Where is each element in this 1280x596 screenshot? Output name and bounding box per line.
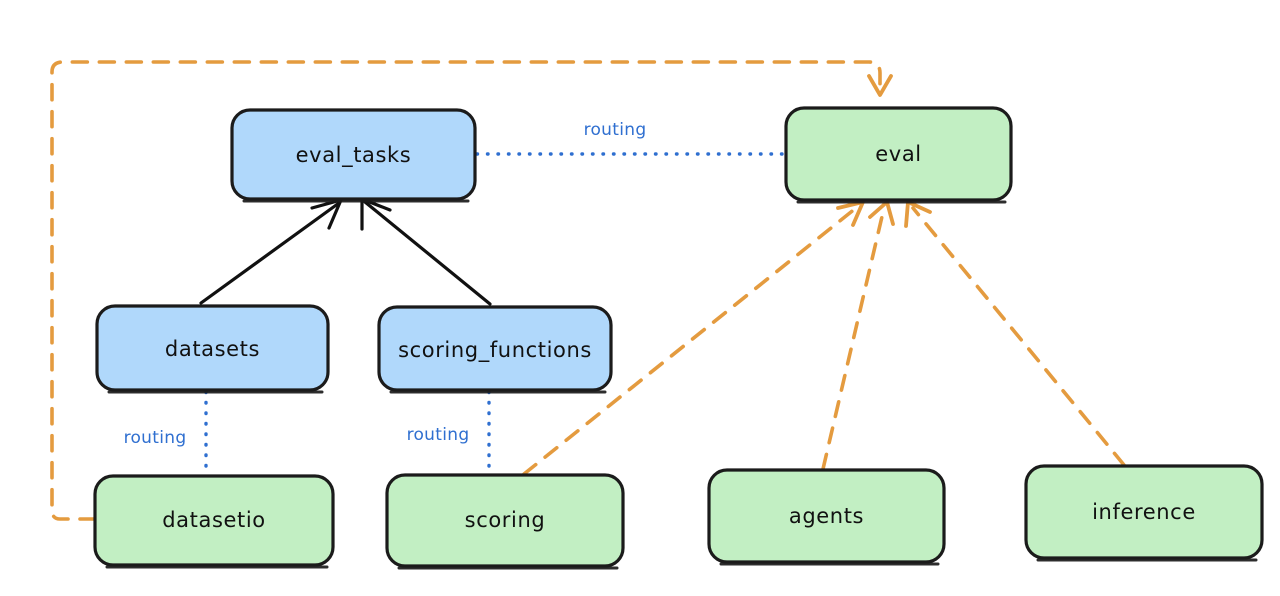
edge-datasets-eval_tasks (199, 198, 343, 305)
node-scoring-label: scoring (465, 508, 546, 532)
edge-datasetio-eval (50, 60, 893, 521)
node-datasets-shape[interactable] (95, 304, 330, 392)
node-eval_tasks[interactable]: eval_tasks (230, 108, 477, 203)
edge-label-routing-eval: routing (584, 120, 647, 140)
node-agents-shape[interactable] (707, 468, 946, 564)
node-eval_tasks-shape[interactable] (230, 108, 477, 201)
edge-inference-eval (904, 200, 1126, 467)
node-datasetio[interactable]: datasetio (93, 474, 335, 569)
edge-scoring_functions-eval_tasks (360, 197, 492, 306)
node-datasets-label: datasets (165, 337, 260, 361)
node-eval_tasks-label: eval_tasks (296, 143, 412, 168)
node-eval-label: eval (875, 142, 921, 166)
node-scoring_functions[interactable]: scoring_functions (377, 305, 613, 394)
node-datasets[interactable]: datasets (95, 304, 330, 394)
node-eval[interactable]: eval (784, 106, 1013, 204)
node-inference-label: inference (1092, 500, 1196, 524)
node-scoring_functions-shape[interactable] (377, 305, 613, 392)
node-datasetio-shape[interactable] (93, 474, 335, 567)
node-inference[interactable]: inference (1024, 464, 1264, 562)
node-agents[interactable]: agents (707, 468, 946, 566)
node-scoring_functions-label: scoring_functions (398, 338, 592, 363)
node-eval-shape[interactable] (784, 106, 1013, 202)
edge-label-routing-scoring: routing (407, 425, 470, 445)
node-agents-label: agents (789, 504, 864, 528)
node-scoring-shape[interactable] (385, 473, 625, 568)
edge-label-routing-datasetio: routing (124, 428, 187, 448)
node-inference-shape[interactable] (1024, 464, 1264, 560)
edge-agents-eval (821, 200, 895, 471)
node-datasetio-label: datasetio (162, 508, 265, 532)
node-scoring[interactable]: scoring (385, 473, 625, 570)
